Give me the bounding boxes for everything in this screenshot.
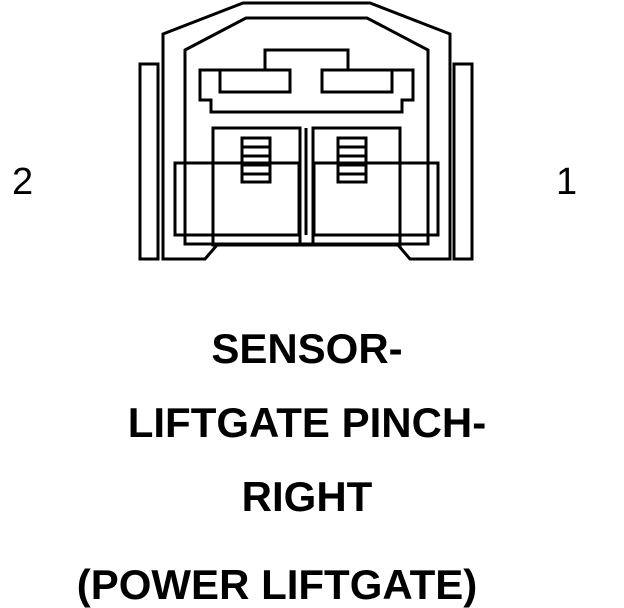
housing-outline	[161, 1, 452, 261]
upper-slot-left	[218, 68, 292, 94]
connector-diagram	[138, 1, 474, 261]
caption-line-4: (POWER LIFTGATE)	[76, 561, 478, 608]
terminal-grid-left	[240, 136, 272, 184]
caption-line-2: LIFTGATE PINCH-	[127, 399, 487, 446]
terminal-window-right	[312, 161, 440, 237]
upper-slot-right	[320, 68, 394, 94]
latch-body-left	[211, 126, 302, 247]
inner-frame	[198, 48, 415, 114]
caption-line-1: SENSOR-	[211, 325, 403, 372]
caption-line-3: RIGHT	[241, 473, 373, 520]
left-side-rail	[138, 62, 160, 261]
pin-label-1: 1	[556, 161, 578, 203]
right-side-rail	[452, 62, 474, 261]
pin-label-2: 2	[12, 161, 34, 203]
terminal-window-left	[173, 161, 301, 237]
inner-cavity	[183, 16, 430, 246]
terminal-grid-right	[336, 136, 368, 184]
